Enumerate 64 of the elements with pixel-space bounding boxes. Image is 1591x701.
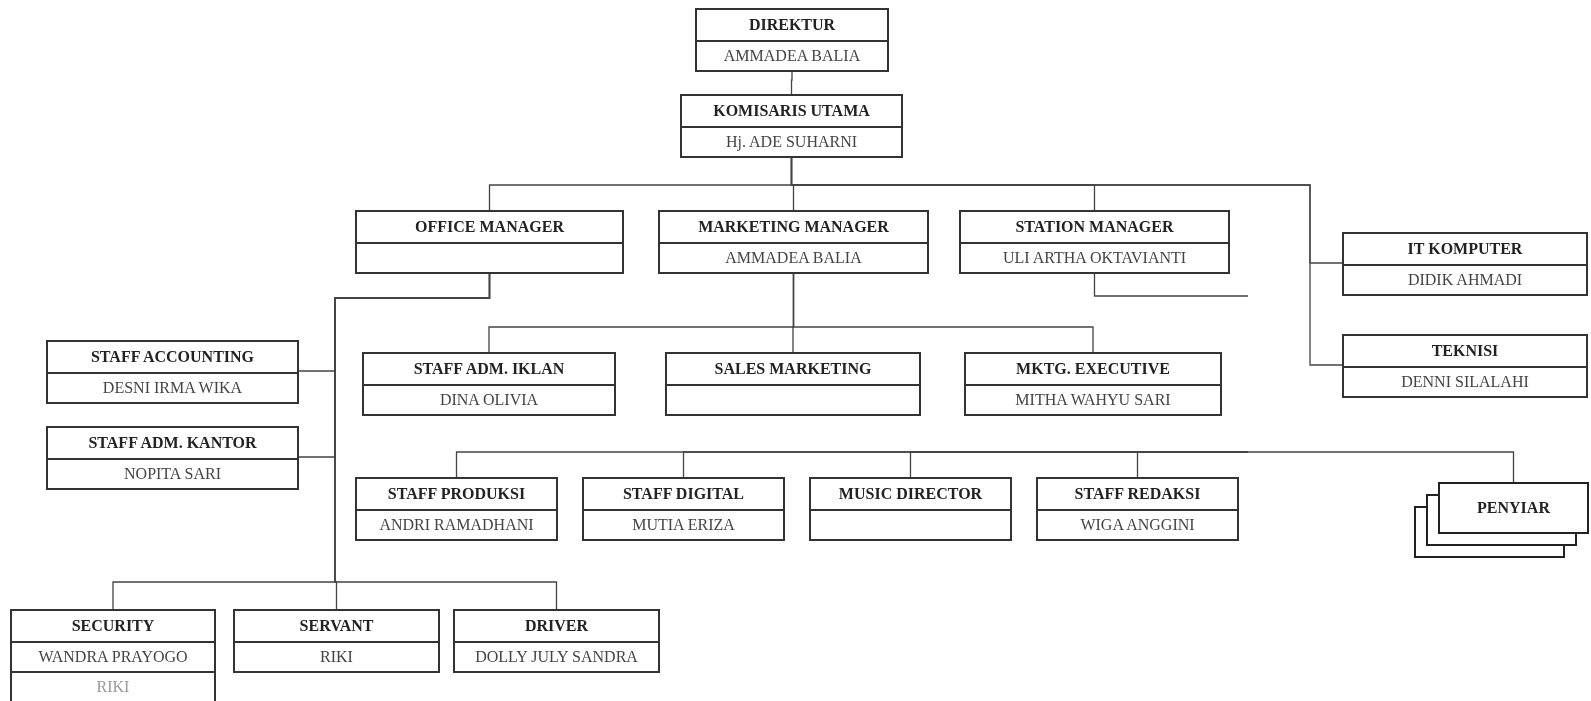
org-box: [46, 426, 299, 490]
org-box: [10, 609, 216, 701]
job-title: OFFICE MANAGER: [414, 217, 565, 237]
job-title: SALES MARKETING: [713, 359, 873, 379]
job-title: SERVANT: [298, 616, 375, 636]
person-name: DESNI IRMA WIKA: [48, 372, 297, 402]
job-title: TEKNISI: [1430, 341, 1500, 361]
job-title: MUSIC DIRECTOR: [837, 484, 984, 504]
job-title: KOMISARIS UTAMA: [712, 101, 871, 121]
person-name: MUTIA ERIZA: [584, 509, 783, 539]
job-title: DRIVER: [523, 616, 590, 636]
person-name: WIGA ANGGINI: [1038, 509, 1237, 539]
job-title: STATION MANAGER: [1014, 217, 1175, 237]
person-name: WANDRA PRAYOGO: [12, 641, 214, 671]
connector-line: [792, 273, 1094, 353]
person-name: RIKI: [12, 671, 214, 701]
org-box: [680, 94, 903, 158]
org-box: [658, 210, 929, 274]
job-title: STAFF REDAKSI: [1073, 484, 1202, 504]
job-title: MKTG. EXECUTIVE: [1015, 359, 1171, 379]
person-name: DENNI SILALAHI: [1344, 366, 1586, 396]
org-box: [582, 477, 785, 541]
connector-line: [334, 273, 558, 610]
person-name: MITHA WAHYU SARI: [966, 384, 1220, 414]
person-name: DINA OLIVIA: [364, 384, 614, 414]
connector-line: [790, 71, 793, 95]
person-name: AMMADEA BALIA: [697, 40, 887, 70]
org-box: [355, 210, 624, 274]
connector-line: [1093, 273, 1249, 297]
stacked-boxes: [1414, 482, 1589, 558]
job-title: DIREKTUR: [747, 15, 837, 35]
job-title: SECURITY: [70, 616, 156, 636]
org-box: [1342, 334, 1588, 398]
person-name: RIKI: [235, 641, 438, 671]
person-name: Hj. ADE SUHARNI: [682, 126, 901, 156]
person-name: ULI ARTHA OKTAVIANTI: [961, 242, 1228, 272]
org-box: [233, 609, 440, 673]
org-box: [665, 352, 921, 416]
job-title: MARKETING MANAGER: [697, 217, 890, 237]
person-name: NOPITA SARI: [48, 458, 297, 488]
person-name: DOLLY JULY SANDRA: [455, 641, 658, 671]
job-title: STAFF ADM. KANTOR: [87, 433, 258, 453]
org-box: [809, 477, 1012, 541]
person-name: AMMADEA BALIA: [660, 242, 927, 272]
person-name: DIDIK AHMADI: [1344, 264, 1586, 294]
connector-line: [790, 157, 1343, 366]
job-title: STAFF DIGITAL: [621, 484, 746, 504]
org-box: [695, 8, 889, 72]
job-title: STAFF ADM. IKLAN: [412, 359, 566, 379]
person-name: ANDRI RAMADHANI: [357, 509, 556, 539]
job-title: IT KOMPUTER: [1406, 239, 1524, 259]
org-box: [355, 477, 558, 541]
connector-line: [1136, 451, 1249, 478]
org-box: [1342, 232, 1588, 296]
org-box: [1036, 477, 1239, 541]
org-box: [362, 352, 616, 416]
org-box: [46, 340, 299, 404]
job-title: PENYIAR: [1477, 498, 1550, 518]
connector-line: [1247, 451, 1515, 483]
org-box: [964, 352, 1222, 416]
job-title: STAFF PRODUKSI: [386, 484, 527, 504]
org-box: [453, 609, 660, 673]
org-box: [959, 210, 1230, 274]
job-title: STAFF ACCOUNTING: [89, 347, 256, 367]
